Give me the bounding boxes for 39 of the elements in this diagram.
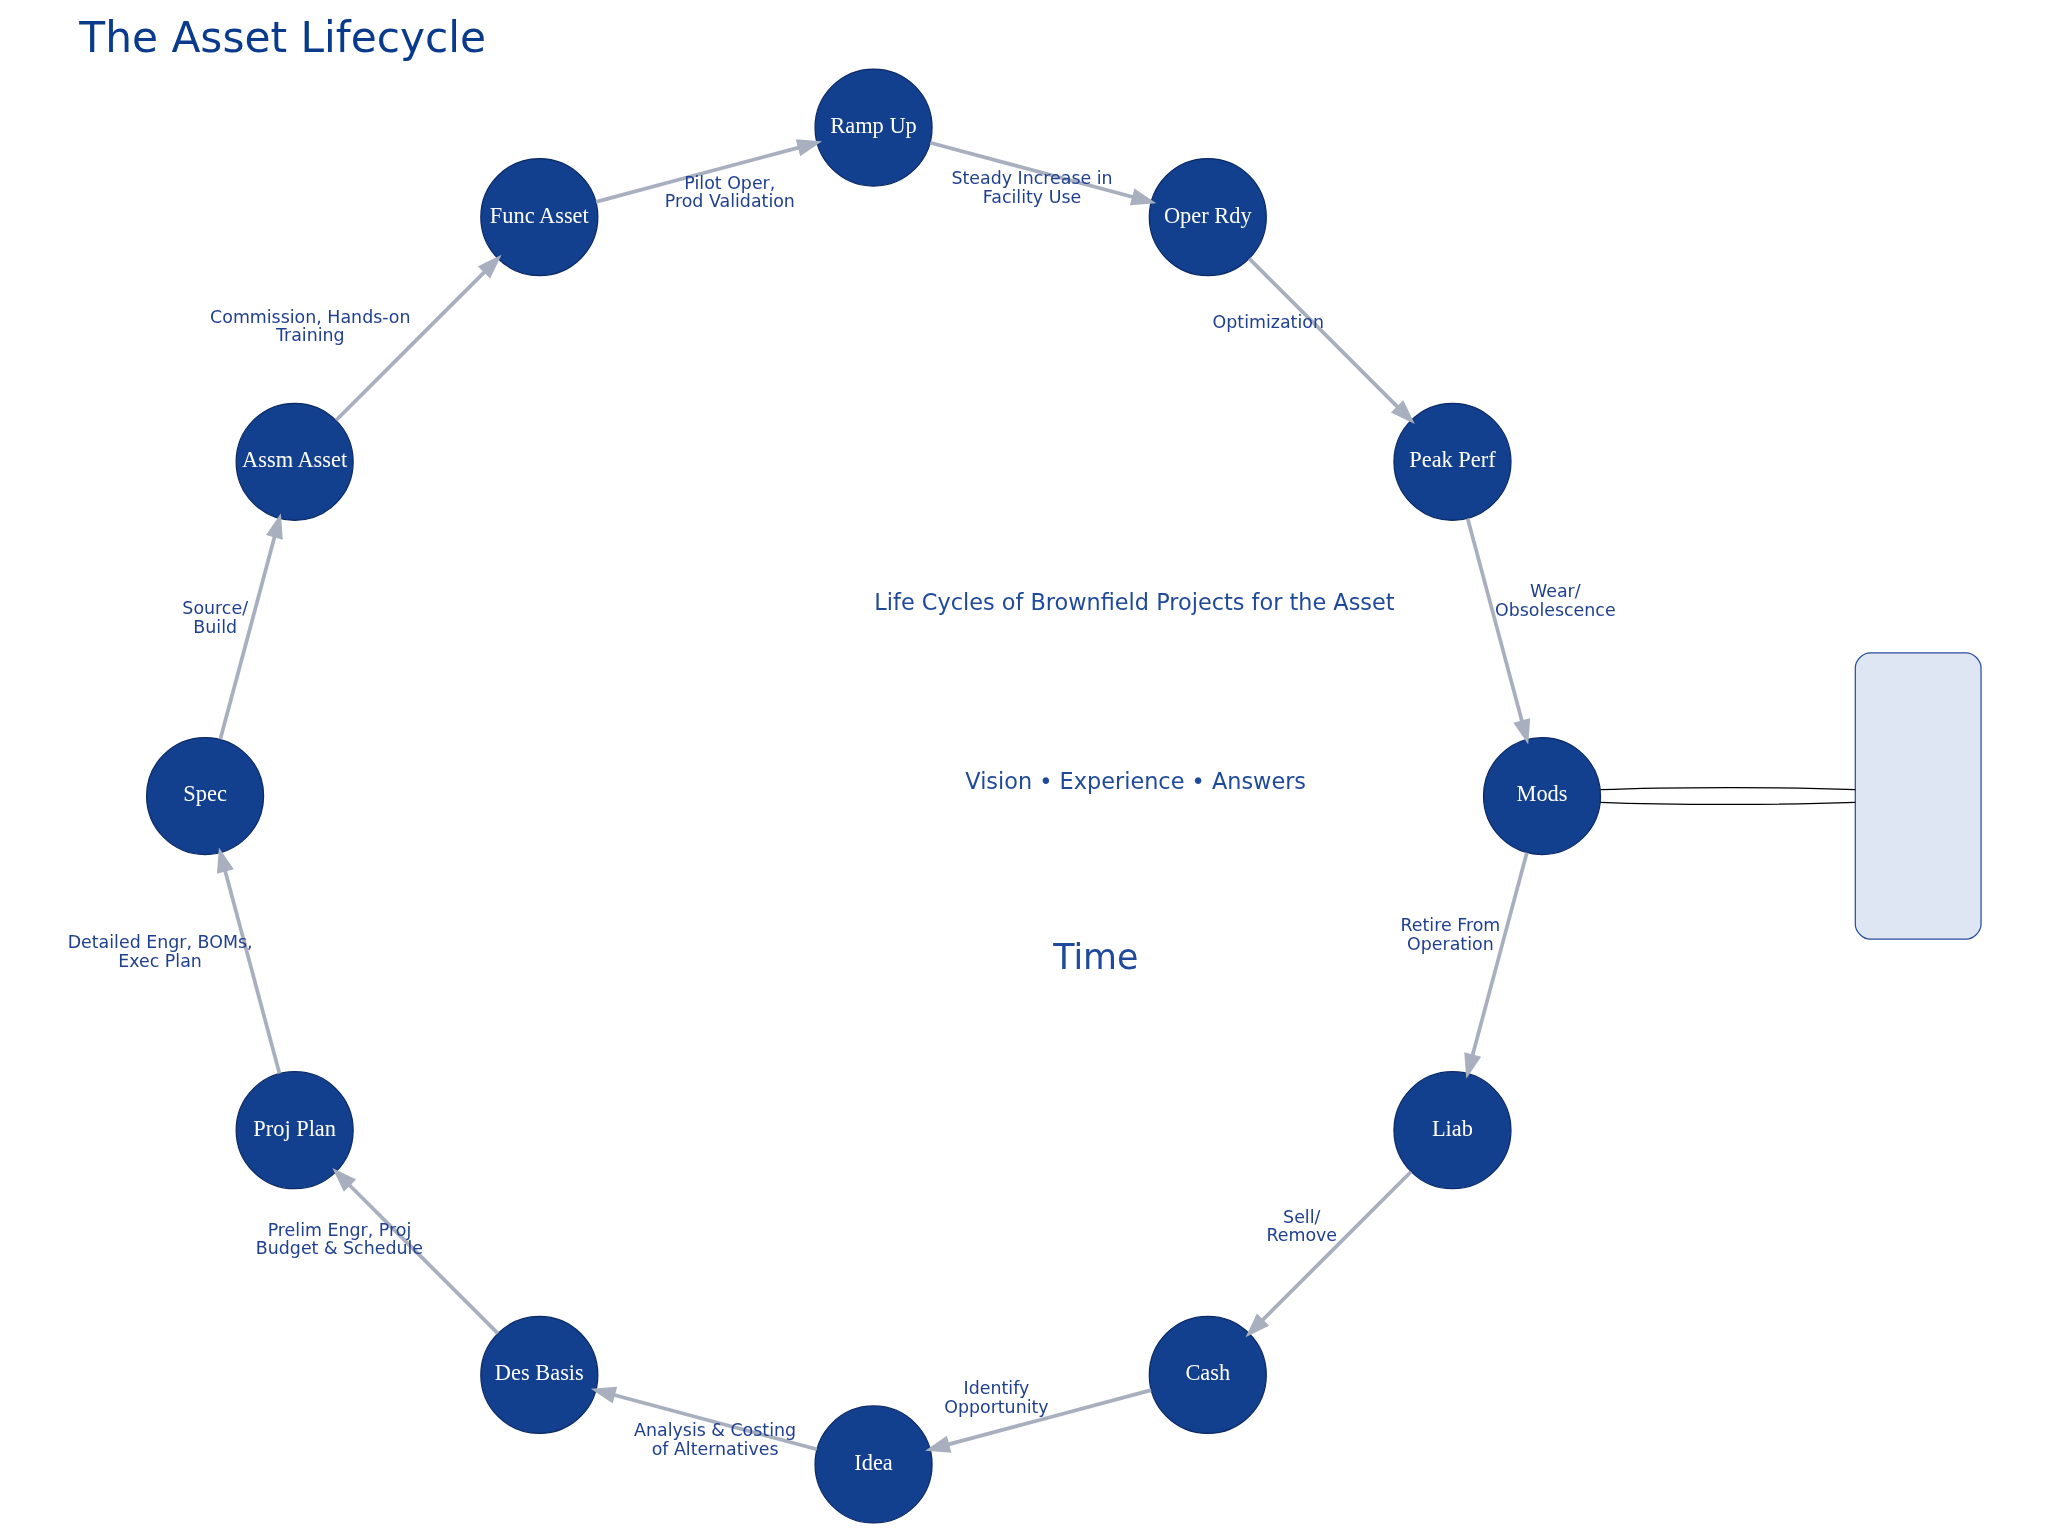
connector: [1599, 787, 1856, 791]
node-circle: Spec: [145, 736, 264, 856]
edge-label: Prelim Engr, Proj Budget & Schedule: [255, 1219, 423, 1259]
arrow: [595, 139, 822, 204]
node-circle: Des Basis: [479, 1315, 598, 1435]
edge-label: Steady Increase in Facility Use: [950, 167, 1113, 207]
node-circle: Ramp Up: [813, 68, 933, 187]
edge-label: Retire From Operation: [1399, 915, 1500, 954]
node-circle: Liab: [1392, 1071, 1512, 1190]
edge-label: Commission, Hands-on Training: [209, 306, 411, 346]
node-box: [1854, 652, 1982, 940]
arrow: [929, 140, 1156, 206]
edge-label: Source/ Build: [181, 598, 248, 637]
label: Time: [1052, 936, 1138, 977]
edge-label: Sell/ Remove: [1265, 1206, 1337, 1246]
arrow: [590, 1386, 817, 1452]
arrow: [1465, 518, 1530, 745]
node-circle: Mods: [1482, 736, 1601, 856]
edge-label: Wear/ Obsolescence: [1494, 580, 1616, 620]
node-circle: Idea: [813, 1405, 933, 1524]
arrow: [218, 513, 283, 740]
arrow: [924, 1388, 1152, 1453]
label: Life Cycles of Brownfield Projects for the Asset: [873, 588, 1395, 615]
arrow: [1245, 1170, 1412, 1338]
edge-label: Detailed Engr, BOMs, Exec Plan: [67, 932, 252, 972]
label: Vision • Experience • Answers: [964, 768, 1306, 795]
node-circle: Oper Rdy: [1148, 158, 1267, 277]
connector: [1599, 801, 1856, 805]
node-circle: Assm Asset: [235, 402, 354, 521]
edge-label: Optimization: [1212, 312, 1324, 333]
edge-label: Identify Opportunity: [943, 1377, 1049, 1417]
diagram-title: The Asset Lifecycle: [78, 12, 486, 62]
edge-label: Pilot Oper, Prod Validation: [664, 172, 795, 212]
arrow: [334, 254, 502, 422]
arrow: [216, 847, 281, 1074]
arrow: [1247, 257, 1415, 425]
arrow: [331, 1167, 499, 1335]
arrow: [1463, 852, 1529, 1079]
edge-label: Analysis & Costing of Alternatives: [633, 1419, 796, 1459]
